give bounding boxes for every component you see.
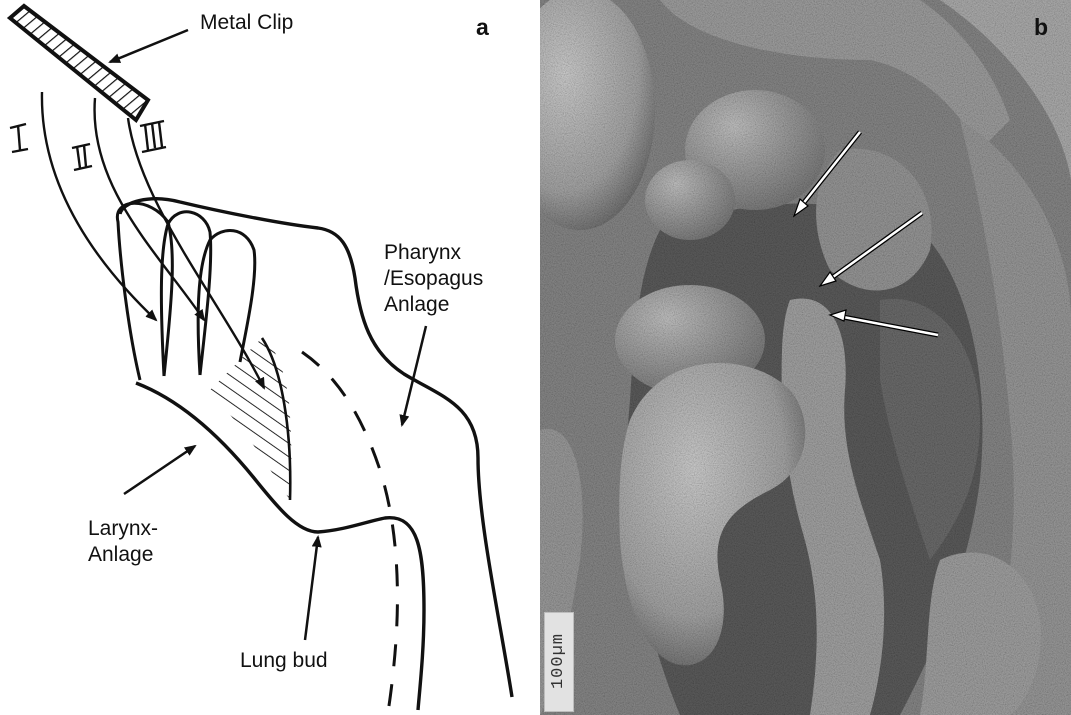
panel-b-letter: b <box>1034 14 1048 41</box>
pharynx-label-line-3: Anlage <box>384 292 483 318</box>
larynx-label-line-1: Larynx- <box>88 516 158 542</box>
larynx-arrow <box>124 446 195 494</box>
scale-bar-text: 100µm <box>547 614 571 708</box>
mark-II <box>72 144 92 170</box>
mark-I <box>10 124 28 152</box>
schematic-drawing <box>0 0 535 715</box>
panel-a-letter: a <box>476 14 489 41</box>
panel-b-micrograph: b <box>540 0 1071 715</box>
lung-bud-arrow <box>305 537 318 640</box>
sem-image <box>540 0 1071 715</box>
pharynx-label-line-2: /Esopagus <box>384 266 483 292</box>
scale-bar: 100µm <box>544 612 574 712</box>
lung-bud-label: Lung bud <box>240 648 328 674</box>
metal-clip-shape <box>10 6 148 120</box>
larynx-label-line-2: Anlage <box>88 542 158 568</box>
metal-clip-arrow <box>110 30 188 62</box>
pharynx-label-line-1: Pharynx <box>384 240 483 266</box>
panel-a-drawing: Metal Clip a Pharynx /Esopagus Anlage La… <box>0 0 535 715</box>
mark-III <box>140 121 166 152</box>
pharynx-label: Pharynx /Esopagus Anlage <box>384 240 483 318</box>
hatched-region <box>208 338 291 500</box>
metal-clip-label: Metal Clip <box>200 10 293 36</box>
larynx-label: Larynx- Anlage <box>88 516 158 568</box>
